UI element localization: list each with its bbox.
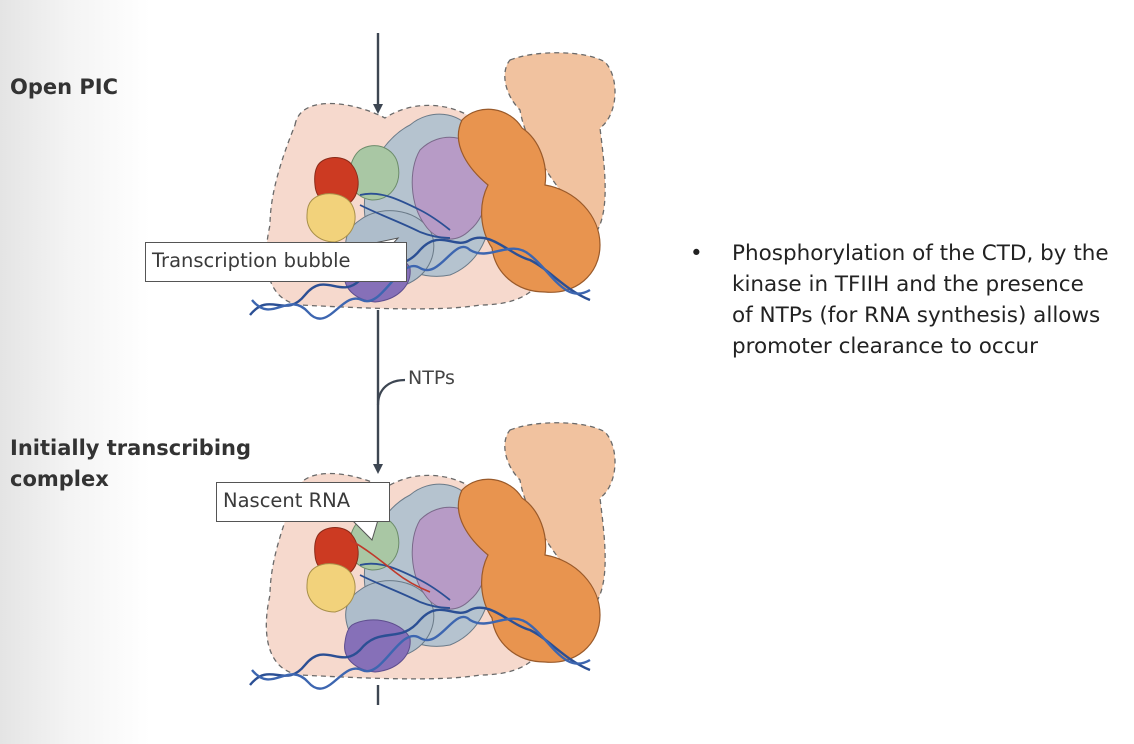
stage-label-initially-transcribing: Initially transcribing complex xyxy=(10,436,251,491)
stage-label-open-pic: Open PIC xyxy=(10,75,119,99)
nascent-rna-strand xyxy=(349,539,431,593)
bullet-text: Phosphorylation of the CTD, by the kinas… xyxy=(732,241,1109,359)
bullet-item: • Phosphorylation of the CTD, by the kina… xyxy=(690,238,1110,362)
ntps-branch-arrow xyxy=(376,378,406,406)
nascent-rna-callout: Nascent RNA xyxy=(216,482,390,522)
bullet-dot: • xyxy=(690,241,703,266)
bullet-list: • Phosphorylation of the CTD, by the kina… xyxy=(690,238,1110,362)
ntps-label: NTPs xyxy=(408,367,455,389)
initially-transcribing-complex xyxy=(248,421,617,690)
transcription-bubble-callout: Transcription bubble xyxy=(145,242,407,282)
